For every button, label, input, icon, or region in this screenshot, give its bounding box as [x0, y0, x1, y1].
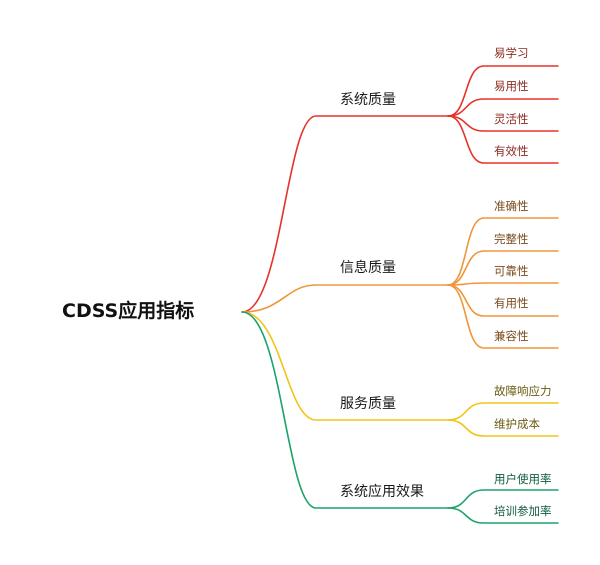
- branch-label-system-quality: 系统质量: [340, 92, 396, 108]
- branch-connector-system-quality: [241, 115, 449, 313]
- leaf-label-usefulness: 有用性: [494, 296, 529, 310]
- leaf-connector-usefulness: [447, 284, 559, 317]
- leaf-label-completeness: 完整性: [494, 232, 529, 246]
- leaf-connector-compatibility: [447, 284, 559, 349]
- leaf-label-learnability: 易学习: [494, 46, 529, 60]
- leaf-connector-usability: [447, 98, 559, 117]
- leaf-label-usability: 易用性: [494, 79, 529, 93]
- leaf-label-maintenance-cost: 维护成本: [494, 417, 540, 431]
- leaf-connector-fault-response: [447, 402, 559, 421]
- branch-label-service-quality: 服务质量: [340, 396, 396, 412]
- leaf-label-accuracy: 准确性: [494, 199, 529, 213]
- leaf-label-effectiveness: 有效性: [494, 144, 529, 158]
- branch-connector-system-application-effect: [241, 311, 449, 509]
- leaf-label-fault-response: 故障响应力: [494, 384, 552, 398]
- leaf-connector-maintenance-cost: [447, 419, 559, 437]
- leaf-connector-user-usage-rate: [447, 489, 559, 509]
- leaf-label-flexibility: 灵活性: [494, 112, 529, 126]
- root-node-label: CDSS应用指标: [62, 300, 195, 322]
- leaf-connector-effectiveness: [447, 115, 559, 164]
- leaf-connector-completeness: [447, 250, 559, 286]
- leaf-connector-learnability: [447, 65, 559, 117]
- branch-connector-information-quality: [241, 284, 449, 313]
- leaf-connector-training-attendance-rate: [447, 507, 559, 524]
- branch-label-information-quality: 信息质量: [340, 260, 396, 276]
- leaf-label-compatibility: 兼容性: [494, 329, 529, 343]
- leaf-connector-accuracy: [447, 217, 559, 286]
- leaf-label-reliability: 可靠性: [494, 264, 529, 278]
- leaf-label-user-usage-rate: 用户使用率: [494, 472, 552, 486]
- leaf-label-training-attendance-rate: 培训参加率: [494, 504, 552, 518]
- leaf-connector-reliability: [447, 282, 559, 286]
- branch-label-system-application-effect: 系统应用效果: [340, 484, 424, 500]
- branch-connector-service-quality: [241, 311, 449, 421]
